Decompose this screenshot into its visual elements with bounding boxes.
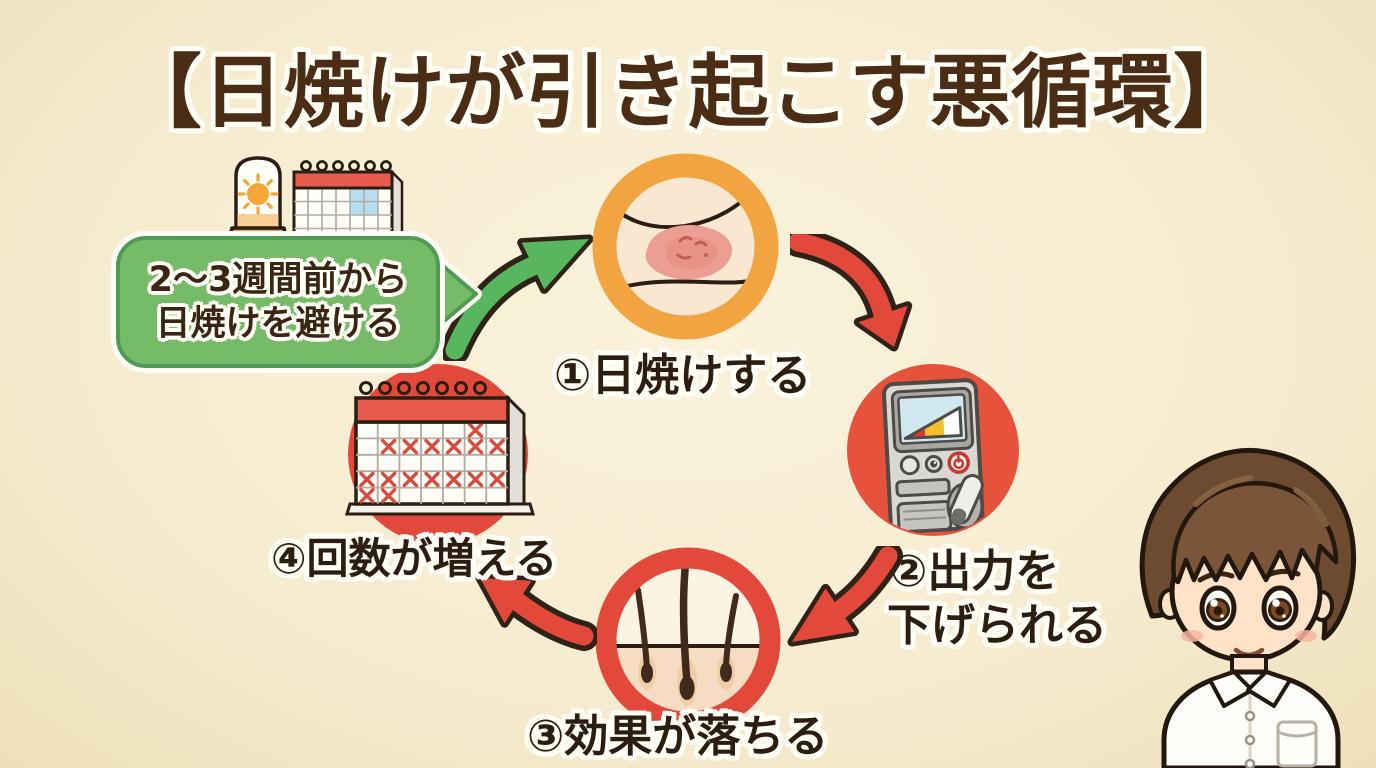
red-arrow-2-3-icon: [787, 546, 903, 647]
boy-shirt: [1161, 669, 1341, 768]
callout-bubble: 2〜3週間前から 日焼けを避ける: [116, 236, 440, 368]
callout-text-line2: 日焼けを避ける: [155, 304, 401, 344]
calendar-icon: [285, 160, 404, 252]
step3-label: ③効果が落ちる: [527, 711, 829, 762]
step1-label: ①日焼けする: [554, 350, 812, 401]
callout-text-line1: 2〜3週間前から: [148, 259, 408, 300]
calendar-x-marks-icon: [344, 364, 536, 544]
step2-label-line2: 下げられる: [887, 600, 1107, 651]
step2-label-line1: ②出力を: [890, 546, 1060, 597]
boy-mascot-illustration: [1139, 447, 1357, 768]
page-title: 【日焼けが引き起こす悪循環】: [121, 46, 1255, 139]
step4-label: ④回数が増える: [271, 534, 558, 583]
red-arrow-1-2-icon: [790, 234, 913, 352]
hair-follicle-skin-icon: [595, 547, 781, 733]
green-arrow-icon: [443, 234, 594, 361]
laser-device-icon: [847, 364, 1019, 536]
boy-eyes: [1199, 585, 1299, 631]
red-arrow-3-4-icon: [475, 573, 597, 651]
sunburned-skin-icon: [592, 153, 779, 340]
